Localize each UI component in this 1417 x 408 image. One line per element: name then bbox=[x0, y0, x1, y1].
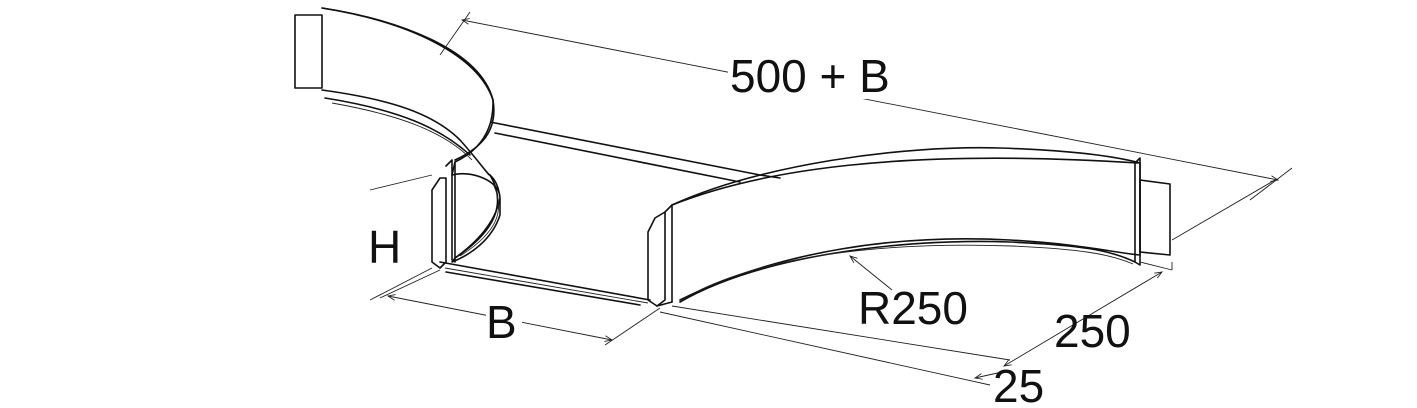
radius-label: R250 bbox=[858, 282, 968, 334]
length-label: 500 + B bbox=[730, 50, 890, 102]
dimension-height: H bbox=[368, 174, 433, 301]
height-label: H bbox=[368, 221, 401, 273]
dimension-side: 250 bbox=[671, 261, 1173, 367]
width-label: B bbox=[486, 296, 517, 348]
left-curved-wall bbox=[294, 7, 501, 269]
offset-label: 25 bbox=[993, 360, 1044, 408]
dimension-length: 500 + B bbox=[439, 11, 1293, 241]
right-curved-wall bbox=[647, 146, 1171, 307]
side-label: 250 bbox=[1054, 305, 1131, 357]
dimension-offset: 25 bbox=[659, 311, 1044, 408]
dimension-width: B bbox=[379, 269, 661, 348]
dimension-radius: R250 bbox=[849, 255, 968, 334]
